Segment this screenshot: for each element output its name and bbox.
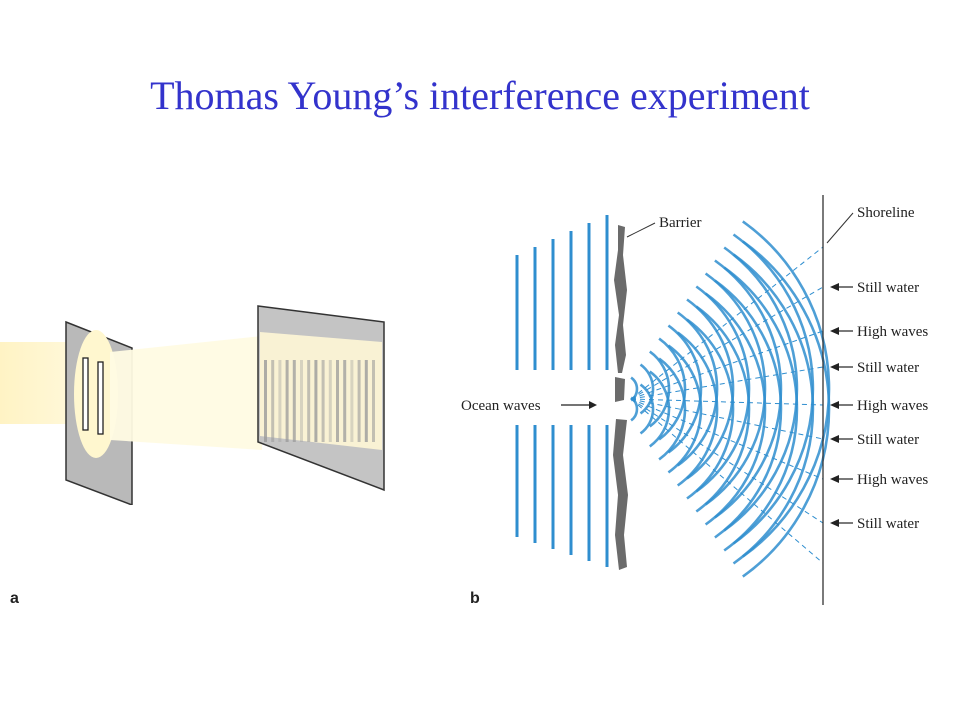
shoreline-label-row: High waves [830,472,928,488]
shoreline-label-row: Still water [830,432,919,448]
nodal-line [630,398,824,440]
fringe-band [278,360,282,442]
fringe-band [264,360,267,442]
shoreline-label: Shoreline [857,205,915,221]
shoreline-label-row: High waves [830,398,928,414]
fringe-band [307,360,311,442]
slit-right [97,361,104,435]
circular-wave-arc [742,240,831,578]
circular-wave-arc [704,292,767,526]
ocean-waves-label: Ocean waves [461,398,541,414]
diffracted-light-beam [110,336,262,450]
circular-waves [630,220,831,578]
fringe-band [336,360,339,442]
circular-wave-arc [686,318,735,500]
barrier-label: Barrier [659,215,701,231]
fringe-band [357,360,361,442]
circular-wave-arc [658,357,687,461]
nodal-line [630,398,824,406]
circular-wave-arc [704,272,767,506]
circular-wave-arc [686,298,735,480]
circular-wave-arc [658,337,687,441]
shoreline-label-row: Still water [830,360,919,376]
fringe-band [285,360,289,442]
circular-wave-arc [667,344,703,474]
fringe-band [300,360,303,442]
fringe-band [321,360,325,442]
nodal-line [630,246,824,400]
panel-b-label: b [470,590,480,607]
svg-text:Still water: Still water [857,360,919,376]
fringe-band [364,360,368,442]
circular-wave-arc [676,331,719,487]
shoreline-label-row: High waves [830,324,928,340]
fringe-band [328,360,332,442]
barrier-leader [626,222,656,238]
svg-text:Still water: Still water [857,516,919,532]
nodal-line [630,398,824,524]
screen-illumination [260,332,382,450]
svg-text:High waves: High waves [857,324,928,340]
water-wave-interference-diagram: Barrier Shoreline Ocean waves Still wate… [461,195,928,605]
fringe-band [314,360,318,442]
fringe-band [292,360,296,442]
double-slit-light-diagram [0,305,385,505]
fringe-band [343,360,347,442]
barrier [613,225,628,570]
fringe-band [271,360,275,442]
circular-wave-arc [639,383,655,435]
svg-text:Still water: Still water [857,432,919,448]
nodal-line [630,398,824,480]
shoreline-label-row: Still water [830,280,919,296]
circular-wave-arc [676,311,719,467]
nodal-lines [630,246,824,564]
fringe-band [350,360,354,442]
circular-wave-arc [695,285,751,493]
circular-wave-arc [732,253,815,565]
ocean-waves-arrowhead [589,401,597,409]
svg-text:High waves: High waves [857,398,928,414]
svg-text:Still water: Still water [857,280,919,296]
circular-wave-arc [639,363,655,415]
shoreline-labels: Still water High waves Still water High … [830,280,928,532]
panel-a-label: a [10,590,19,607]
circular-wave-arc [649,350,671,428]
circular-wave-arc [723,266,799,552]
shoreline-leader [826,212,854,244]
circular-wave-arc [649,370,671,448]
nodal-line [630,398,824,564]
circular-wave-arc [667,324,703,454]
nodal-line [630,366,824,400]
page-title: Thomas Young’s interference experiment [150,73,810,118]
circular-wave-arc [714,279,783,539]
ocean-plane-waves [515,215,609,567]
shoreline-label-row: Still water [830,516,919,532]
circular-wave-arc [695,305,751,513]
interference-fringes [264,360,375,442]
svg-text:High waves: High waves [857,472,928,488]
slit-left [82,357,89,431]
nodal-line [630,286,824,400]
nodal-line [630,330,824,400]
fringe-band [372,360,375,442]
